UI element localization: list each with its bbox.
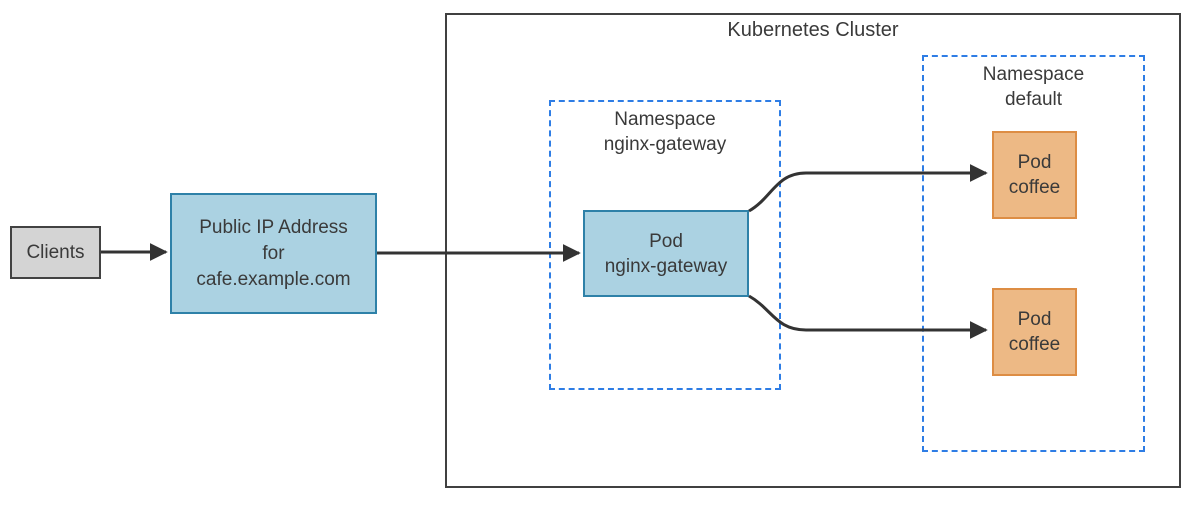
public-ip-label-line1: Public IP Address bbox=[199, 216, 348, 238]
pod-coffee-2-label-line1: Pod bbox=[1017, 309, 1052, 330]
pod-nginx-gateway-label-line1: Pod bbox=[649, 230, 683, 252]
pod-nginx-gateway-label-line2: nginx-gateway bbox=[604, 255, 728, 277]
kubernetes-cluster-title: Kubernetes Cluster bbox=[727, 19, 899, 41]
namespace-default-title: Namespace default bbox=[924, 62, 1143, 112]
namespace-default-title-line1: Namespace bbox=[982, 64, 1085, 85]
public-ip-label-line2: for bbox=[262, 242, 285, 264]
kubernetes-cluster-boundary: Kubernetes Cluster bbox=[445, 13, 1181, 488]
public-ip-node: Public IP Address for cafe.example.com bbox=[170, 193, 377, 314]
namespace-nginx-gateway-boundary: Namespace nginx-gateway bbox=[549, 100, 781, 390]
namespace-nginx-gateway-title-line1: Namespace bbox=[614, 109, 716, 130]
pod-coffee-1-label-line2: coffee bbox=[1008, 177, 1061, 198]
namespace-default-title-line2: default bbox=[1004, 89, 1063, 110]
public-ip-label-line3: cafe.example.com bbox=[196, 268, 351, 290]
namespace-default-boundary: Namespace default bbox=[922, 55, 1145, 452]
pod-coffee-1-label-line1: Pod bbox=[1017, 152, 1052, 173]
clients-label: Clients bbox=[26, 242, 85, 263]
namespace-nginx-gateway-title: Namespace nginx-gateway bbox=[551, 107, 779, 157]
pod-coffee-node-2: Pod coffee bbox=[992, 288, 1077, 376]
pod-coffee-node-1: Pod coffee bbox=[992, 131, 1077, 219]
pod-nginx-gateway-node: Pod nginx-gateway bbox=[583, 210, 749, 297]
pod-coffee-2-label-line2: coffee bbox=[1008, 334, 1061, 355]
clients-node: Clients bbox=[10, 226, 101, 279]
namespace-nginx-gateway-title-line2: nginx-gateway bbox=[603, 134, 727, 155]
